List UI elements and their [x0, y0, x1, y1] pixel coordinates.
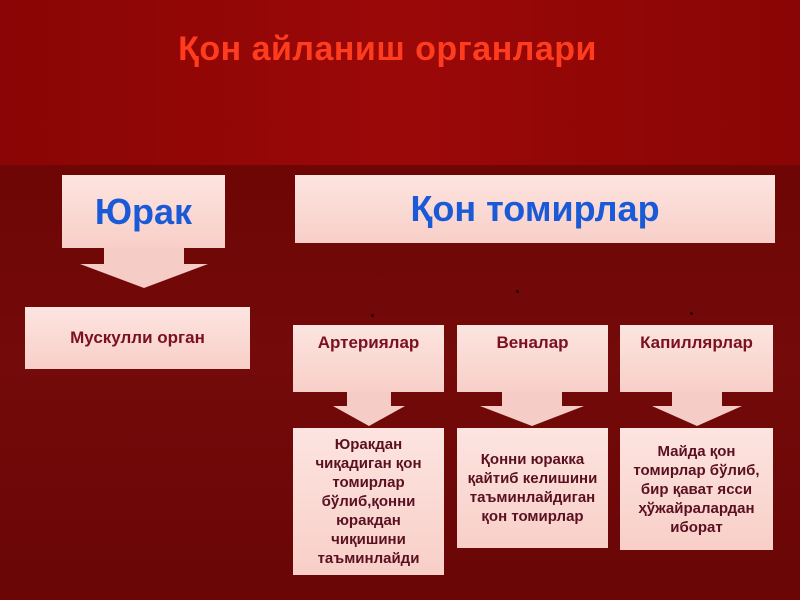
header-band [0, 0, 800, 165]
connector-dot-left [371, 314, 374, 317]
veins-description-box: Қонни юракка қайтиб келишини таъминлайди… [457, 428, 608, 548]
capillaries-description-box: Майда қон томирлар бўлиб, бир қават ясси… [620, 428, 773, 550]
arteries-description-box: Юракдан чиқадиган қон томирлар бўлиб,қон… [293, 428, 444, 575]
slide-title: Қон айланиш органлари [178, 30, 597, 68]
arteries-box: Артериялар [293, 325, 444, 392]
veins-box: Веналар [457, 325, 608, 392]
heart-box: Юрак [62, 175, 225, 248]
capillaries-arrow [652, 392, 742, 426]
connector-dot-mid [516, 290, 519, 293]
connector-dot-right [690, 312, 693, 315]
heart-arrow [80, 248, 208, 288]
heart-description-box: Мускулли орган [25, 307, 250, 369]
capillaries-box: Капиллярлар [620, 325, 773, 392]
vessels-box: Қон томирлар [295, 175, 775, 243]
arteries-arrow [333, 392, 405, 426]
veins-arrow [480, 392, 584, 426]
